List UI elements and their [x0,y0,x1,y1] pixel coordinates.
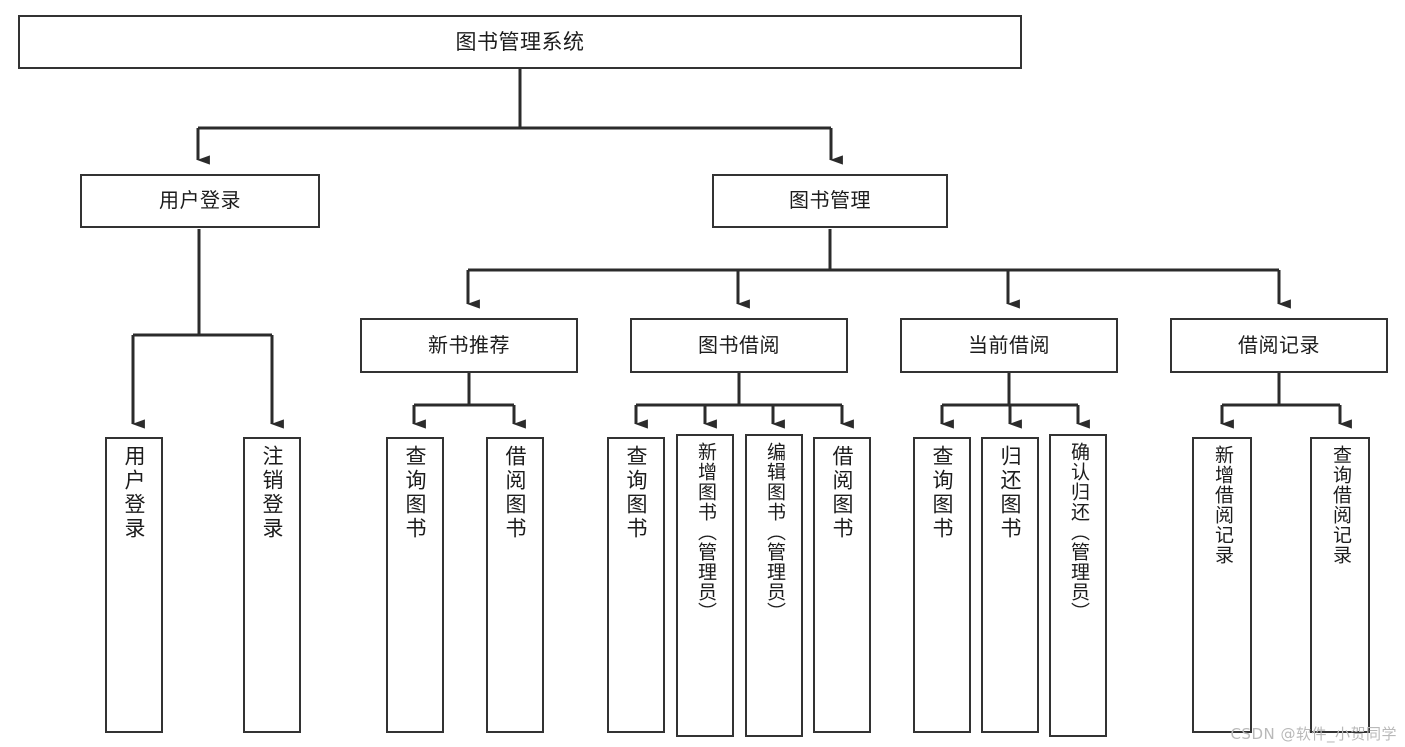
leaf-add-book-admin[interactable]: 新增图书（管理员） [676,434,734,737]
leaf-query-borrow-record[interactable]: 查询借阅记录 [1310,437,1370,733]
leaf-query-book-current-label: 查询图书 [930,445,955,541]
leaf-edit-book-admin[interactable]: 编辑图书（管理员） [745,434,803,737]
leaf-return-book-label: 归还图书 [998,445,1023,541]
node-root-system[interactable]: 图书管理系统 [18,15,1022,69]
watermark-text: CSDN @软件_小贺同学 [1230,725,1397,743]
leaf-query-book-newrec[interactable]: 查询图书 [386,437,444,733]
leaf-confirm-return-admin-label: 确认归还（管理员） [1067,442,1090,622]
node-user-login[interactable]: 用户登录 [80,174,320,228]
leaf-logout-label: 注销登录 [260,445,285,541]
node-current-borrow-label: 当前借阅 [968,332,1050,357]
leaf-edit-book-admin-label: 编辑图书（管理员） [763,442,786,622]
node-user-login-label: 用户登录 [159,188,241,213]
leaf-query-book-current[interactable]: 查询图书 [913,437,971,733]
leaf-query-book-borrow[interactable]: 查询图书 [607,437,665,733]
node-current-borrow[interactable]: 当前借阅 [900,318,1118,373]
node-book-management-label: 图书管理 [789,188,871,213]
leaf-return-book[interactable]: 归还图书 [981,437,1039,733]
leaf-add-book-admin-label: 新增图书（管理员） [694,442,717,622]
leaf-user-login[interactable]: 用户登录 [105,437,163,733]
node-new-book-recommend[interactable]: 新书推荐 [360,318,578,373]
leaf-query-book-borrow-label: 查询图书 [624,445,649,541]
leaf-query-borrow-record-label: 查询借阅记录 [1329,445,1352,565]
leaf-add-borrow-record-label: 新增借阅记录 [1211,445,1234,565]
leaf-borrow-book-borrow[interactable]: 借阅图书 [813,437,871,733]
leaf-borrow-book-newrec-label: 借阅图书 [503,445,528,541]
leaf-query-book-newrec-label: 查询图书 [403,445,428,541]
leaf-add-borrow-record[interactable]: 新增借阅记录 [1192,437,1252,733]
leaf-borrow-book-newrec[interactable]: 借阅图书 [486,437,544,733]
node-new-book-recommend-label: 新书推荐 [428,332,510,357]
node-root-label: 图书管理系统 [455,29,585,54]
leaf-borrow-book-borrow-label: 借阅图书 [830,445,855,541]
node-book-borrow-label: 图书借阅 [698,332,780,357]
leaf-confirm-return-admin[interactable]: 确认归还（管理员） [1049,434,1107,737]
node-book-management[interactable]: 图书管理 [712,174,948,228]
leaf-user-login-label: 用户登录 [122,445,147,541]
node-borrow-record[interactable]: 借阅记录 [1170,318,1388,373]
node-book-borrow[interactable]: 图书借阅 [630,318,848,373]
leaf-logout[interactable]: 注销登录 [243,437,301,733]
node-borrow-record-label: 借阅记录 [1238,332,1320,357]
